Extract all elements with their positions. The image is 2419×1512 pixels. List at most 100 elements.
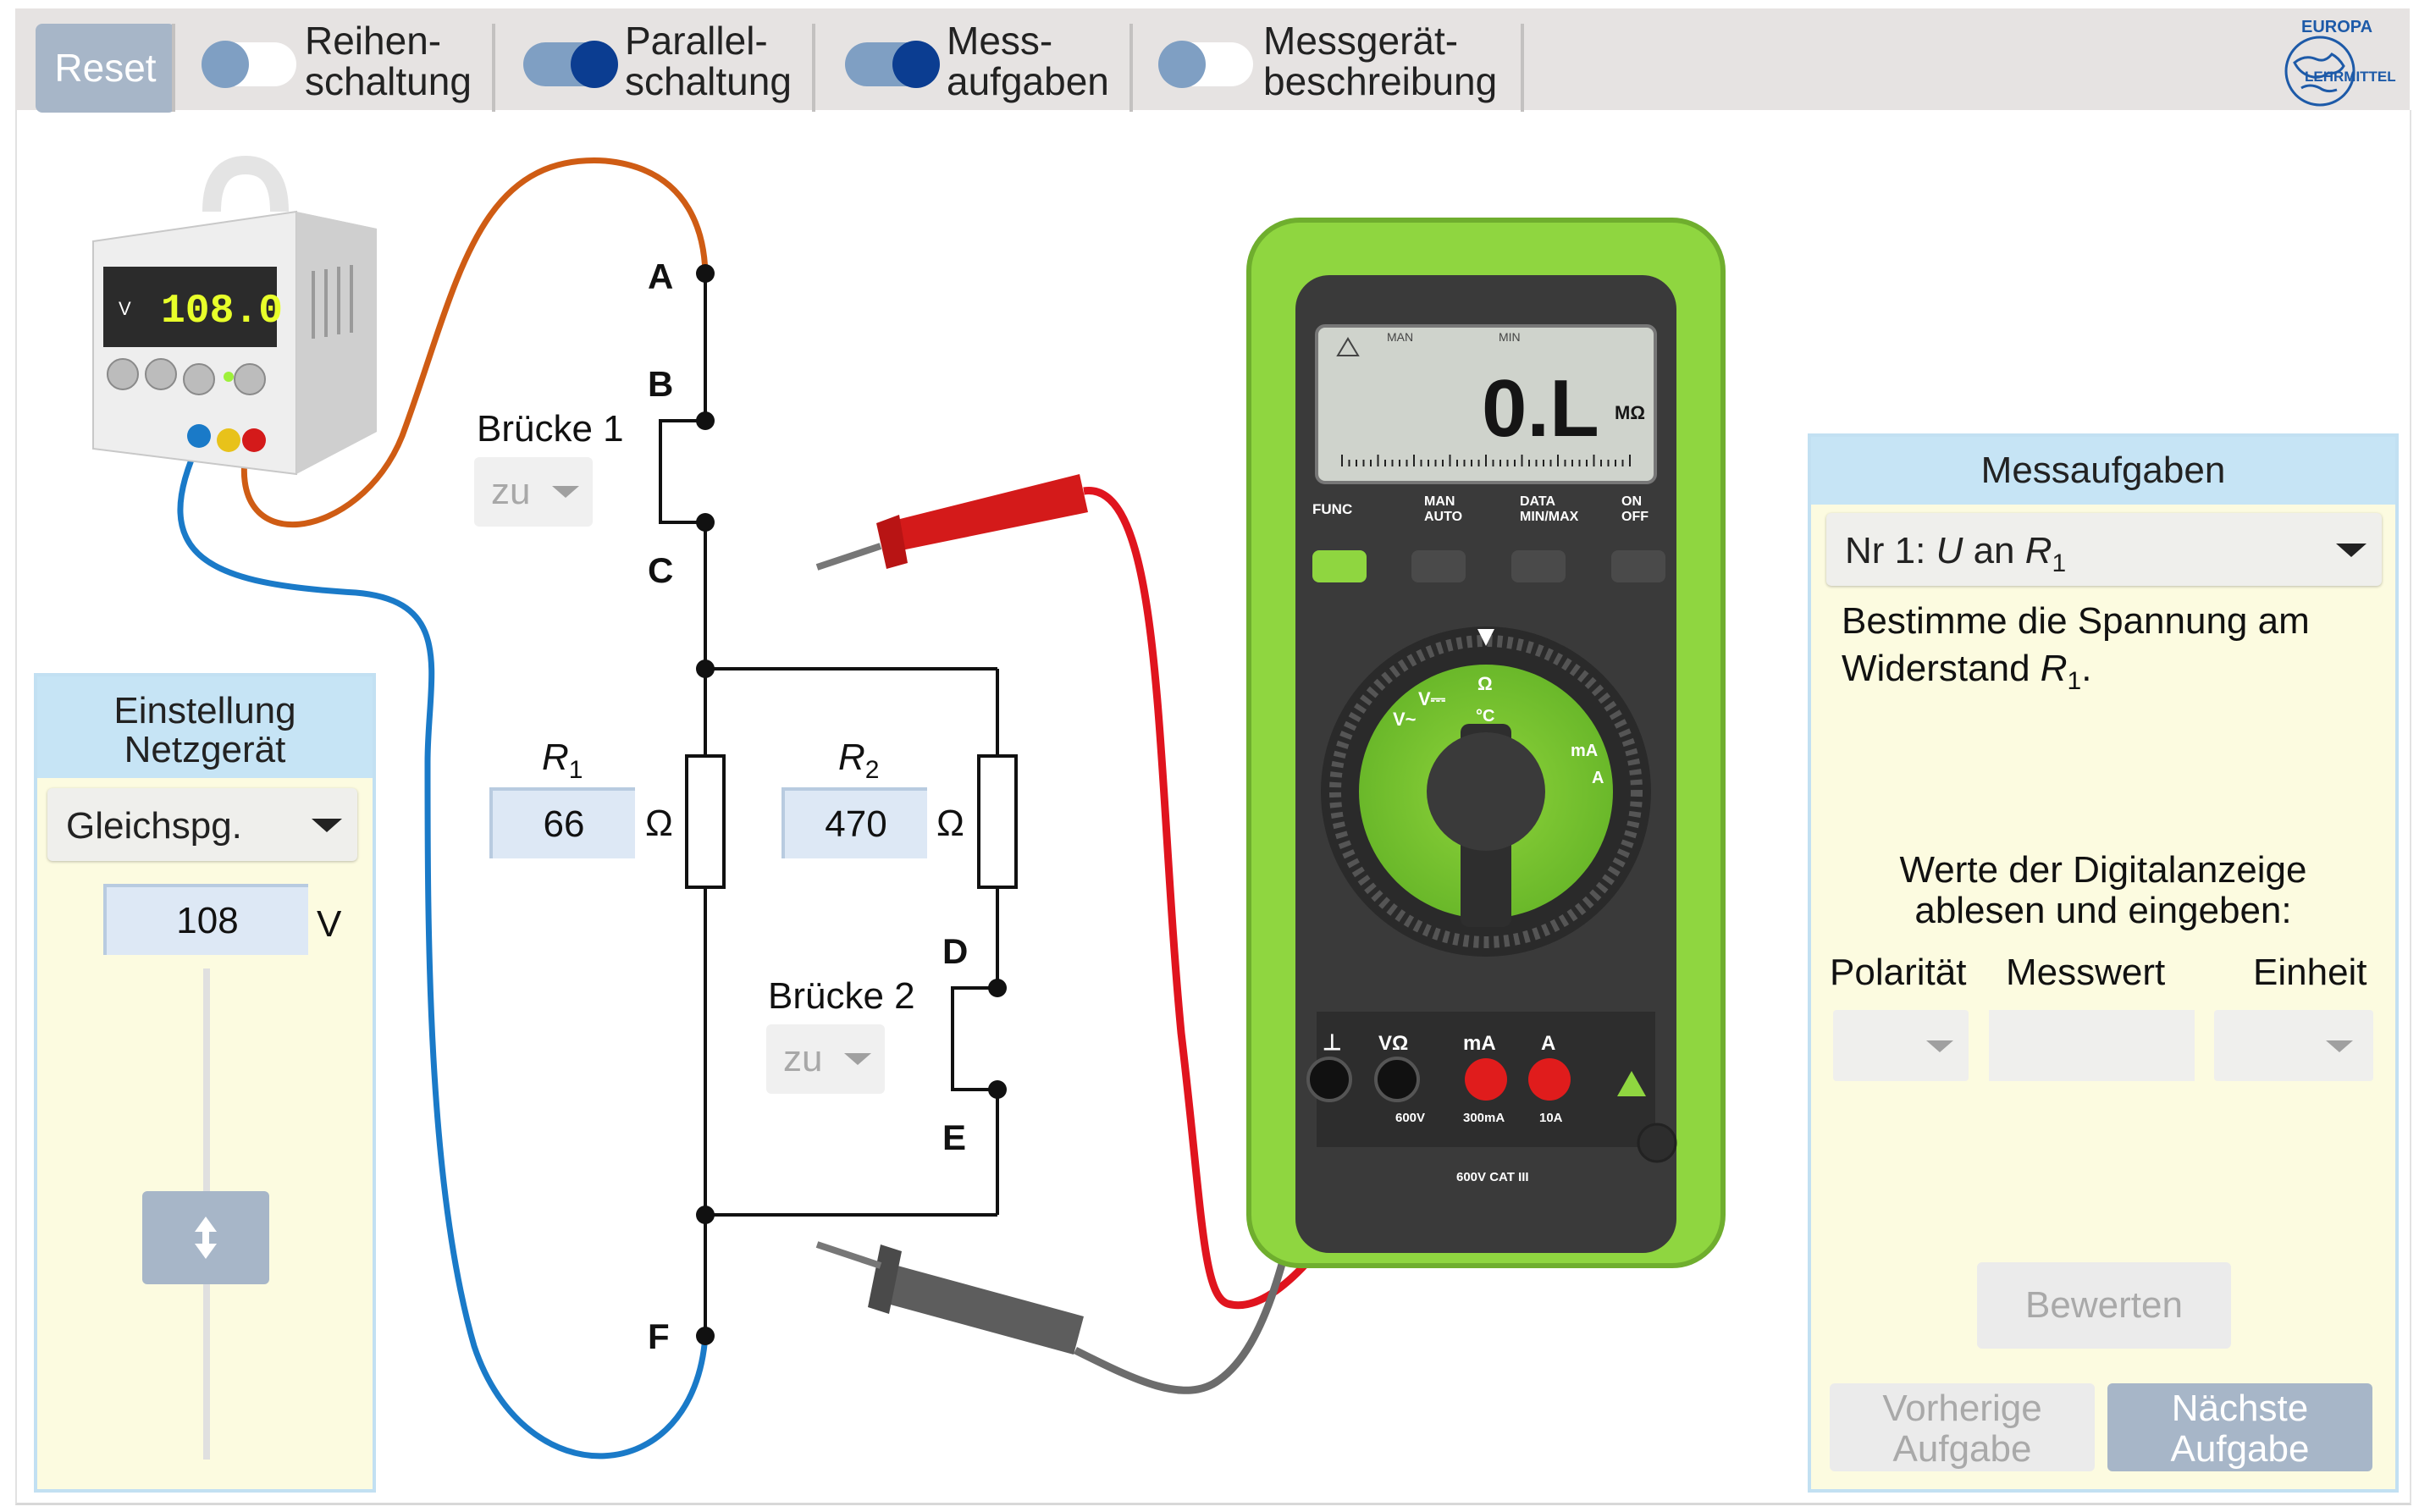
btn-minmax-label: MIN/MAX [1520,510,1579,524]
voltage-slider-handle[interactable] [142,1191,269,1284]
supply-mode-select[interactable]: Gleichspg. [47,788,357,861]
r2-unit: Ω [936,803,964,844]
resistor-r2 [977,754,1018,889]
btn-data-label: DATA [1520,494,1556,509]
supply-voltage-unit: V [317,903,342,945]
node-c-dot [696,513,715,532]
bridge2-select-value: zu [783,1038,823,1079]
reset-button[interactable]: Reset [36,24,175,113]
measurement-tasks-panel: Messaufgaben Nr 1: U an R1 Bestimme die … [1808,433,2399,1493]
toggle-reihenschaltung[interactable] [202,41,296,88]
circuit-nodes [696,264,1007,1345]
column-label-unit: Einheit [2253,952,2367,993]
supply-ground-terminal [217,428,240,452]
toggle-knob [571,41,618,88]
grey-probe[interactable] [815,1241,1084,1355]
supply-mode-value: Gleichspg. [66,805,242,847]
dial-label-a: A [1592,769,1604,787]
task-select-value: Nr 1: U an R1 [1845,530,2067,577]
jack-label-com: ⊥ [1323,1029,1342,1055]
warning-icon [1336,337,1360,356]
node-label-a: A [648,257,674,296]
chevron-down-icon [2326,1040,2353,1052]
lcd-bargraph-scale [1341,455,1631,466]
jack-10a[interactable] [1528,1058,1571,1101]
blue-wire [177,439,709,1460]
circuit-lines [659,273,999,1336]
column-label-polarity: Polarität [1830,952,1967,993]
power-supply: V 108.0 [92,155,377,476]
polarity-select[interactable] [1833,1010,1969,1081]
lcd-indicator-min: MIN [1499,330,1521,344]
toolbar-separator [1129,24,1133,112]
node-d-dot [988,979,1007,997]
supply-display-bezel [103,267,277,347]
dial-label-ma: mA [1571,742,1598,760]
toggle-messaufgaben[interactable] [845,41,940,88]
dial-label-ohm: Ω [1477,673,1493,694]
node-label-f: F [648,1316,670,1356]
toggle-parallelschaltung[interactable] [523,41,618,88]
toggle-messgeraetbeschreibung[interactable] [1158,41,1253,88]
r2-label: R2 [838,737,880,784]
chevron-down-icon [2336,544,2367,557]
btn-man-label: MAN [1424,494,1455,509]
btn-data[interactable] [1511,550,1566,582]
multimeter-lcd [1315,324,1657,484]
cat-rating-label: 600V CAT III [1456,1170,1529,1184]
chevron-down-icon [844,1053,871,1065]
bridge1-select-value: zu [491,471,531,512]
chevron-down-icon [312,819,342,832]
node-label-d: D [942,931,969,971]
jack-v-rating: 600V [1395,1111,1425,1125]
r1-unit: Ω [645,803,673,844]
supply-minus-terminal [187,424,211,448]
toggle-label-parallelschaltung: Parallel-schaltung [625,19,792,103]
toolbar-separator [172,24,175,112]
lcd-display-unit: MΩ [1615,402,1645,423]
europa-lehrmittel-logo: EUROPA LEHRMITTEL [2284,18,2396,107]
r1-value-input[interactable]: 66 [489,787,635,858]
node-label-b: B [648,364,674,404]
red-probe[interactable] [815,474,1088,571]
jack-label-v: VΩ [1378,1032,1408,1055]
supply-voltage-input[interactable]: 108 [103,884,308,955]
multimeter: MAN MIN 0.L MΩ FUNC MAN AUTO DATA MIN/MA… [1246,218,1726,1268]
dial-label-vdc: V⎓ [1418,688,1446,709]
r1-label: R1 [542,737,583,784]
btn-man-auto[interactable] [1411,550,1466,582]
btn-on-off[interactable] [1611,550,1665,582]
junction-top [696,659,715,678]
bridge1-select[interactable]: zu [474,457,593,527]
supply-display-value: 108.0 [161,289,283,334]
toggle-label-reihenschaltung: Reihen-schaltung [305,19,472,103]
task-select[interactable]: Nr 1: U an R1 [1826,513,2382,586]
jack-a-rating: 10A [1539,1111,1563,1125]
top-toolbar: Reset Reihen-schaltung Parallel-schaltun… [15,8,2410,113]
toggle-knob [202,41,249,88]
r2-value-input[interactable]: 470 [781,787,927,858]
toolbar-separator [492,24,495,112]
resistor-r1 [685,754,726,889]
node-label-c: C [648,550,674,590]
measured-value-input[interactable] [1989,1010,2195,1081]
btn-func[interactable] [1312,550,1367,582]
unit-select[interactable] [2214,1010,2373,1081]
supply-plus-terminal [242,428,266,452]
evaluate-button[interactable]: Bewerten [1977,1262,2231,1349]
bridge2-select[interactable]: zu [766,1024,885,1094]
toggle-knob [892,41,940,88]
orange-wire [240,157,709,528]
node-b-dot [696,411,715,430]
node-e-dot [988,1080,1007,1099]
lcd-display-value: 0.L [1482,363,1599,454]
btn-off-label: OFF [1621,510,1649,524]
jack-ma[interactable] [1465,1058,1507,1101]
dial-label-temp: °C [1476,707,1494,726]
jack-com[interactable] [1306,1057,1352,1102]
jack-v-ohm[interactable] [1374,1057,1420,1102]
